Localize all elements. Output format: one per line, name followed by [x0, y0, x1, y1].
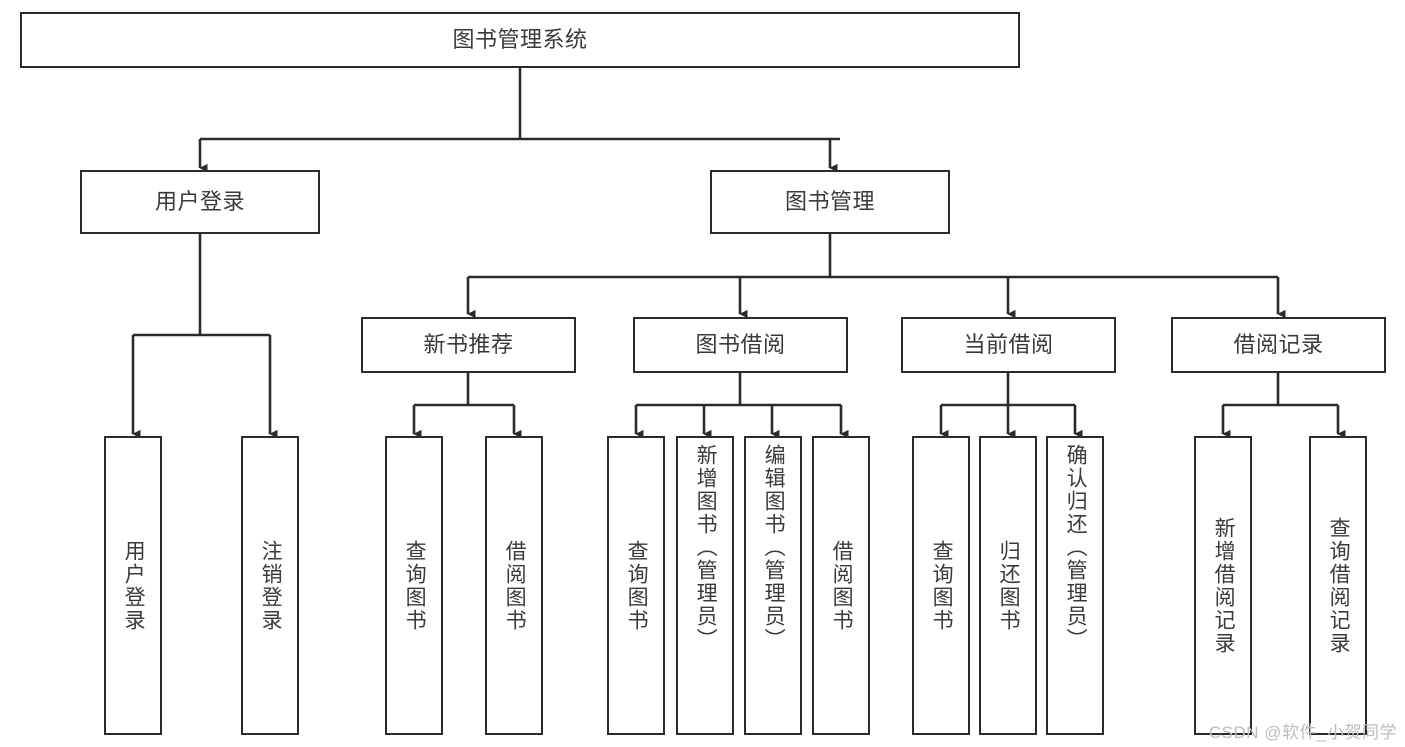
- leaf-book-borrow-query-books[interactable]: 查询图书: [607, 436, 665, 735]
- leaf-current-borrow-query-books[interactable]: 查询图书: [912, 436, 970, 735]
- node-label: 用户登录: [122, 539, 146, 632]
- node-label: 新增借阅记录: [1212, 516, 1236, 655]
- leaf-book-borrow-borrow-books[interactable]: 借阅图书: [812, 436, 870, 735]
- node-new-book-recommendation[interactable]: 新书推荐: [361, 317, 576, 373]
- node-label: 编辑图书（管理员）: [762, 444, 786, 651]
- node-book-management[interactable]: 图书管理: [710, 170, 950, 234]
- node-current-borrowing[interactable]: 当前借阅: [901, 317, 1116, 373]
- leaf-new-book-query-books[interactable]: 查询图书: [385, 436, 443, 735]
- leaf-new-book-borrow-books[interactable]: 借阅图书: [485, 436, 543, 735]
- node-label: 用户登录: [154, 188, 245, 214]
- node-label: 借阅记录: [1233, 331, 1324, 357]
- node-label: 查询图书: [930, 539, 954, 632]
- leaf-current-borrow-confirm-return-admin[interactable]: 确认归还（管理员）: [1046, 436, 1104, 735]
- leaf-user-login-sign-out[interactable]: 注销登录: [241, 436, 299, 735]
- node-label: 注销登录: [259, 539, 283, 632]
- leaf-book-borrow-edit-book-admin[interactable]: 编辑图书（管理员）: [744, 436, 802, 735]
- node-root-book-management-system[interactable]: 图书管理系统: [20, 12, 1020, 68]
- node-label: 图书管理系统: [452, 26, 588, 52]
- leaf-borrow-record-add-record[interactable]: 新增借阅记录: [1194, 436, 1252, 735]
- node-label: 借阅图书: [830, 539, 854, 632]
- node-label: 查询借阅记录: [1327, 516, 1351, 655]
- leaf-user-login-sign-in[interactable]: 用户登录: [104, 436, 162, 735]
- node-label: 新书推荐: [423, 331, 514, 357]
- node-label: 图书借阅: [695, 331, 786, 357]
- node-label: 归还图书: [997, 539, 1021, 632]
- node-label: 当前借阅: [963, 331, 1054, 357]
- node-label: 图书管理: [784, 188, 875, 214]
- leaf-current-borrow-return-books[interactable]: 归还图书: [979, 436, 1037, 735]
- leaf-borrow-record-query-record[interactable]: 查询借阅记录: [1309, 436, 1367, 735]
- node-label: 查询图书: [625, 539, 649, 632]
- node-label: 新增图书（管理员）: [694, 444, 718, 651]
- node-label: 借阅图书: [503, 539, 527, 632]
- node-user-login[interactable]: 用户登录: [80, 170, 320, 234]
- node-borrowing-records[interactable]: 借阅记录: [1171, 317, 1386, 373]
- node-label: 查询图书: [403, 539, 427, 632]
- leaf-book-borrow-add-book-admin[interactable]: 新增图书（管理员）: [676, 436, 734, 735]
- node-label: 确认归还（管理员）: [1064, 444, 1088, 651]
- node-book-borrowing[interactable]: 图书借阅: [633, 317, 848, 373]
